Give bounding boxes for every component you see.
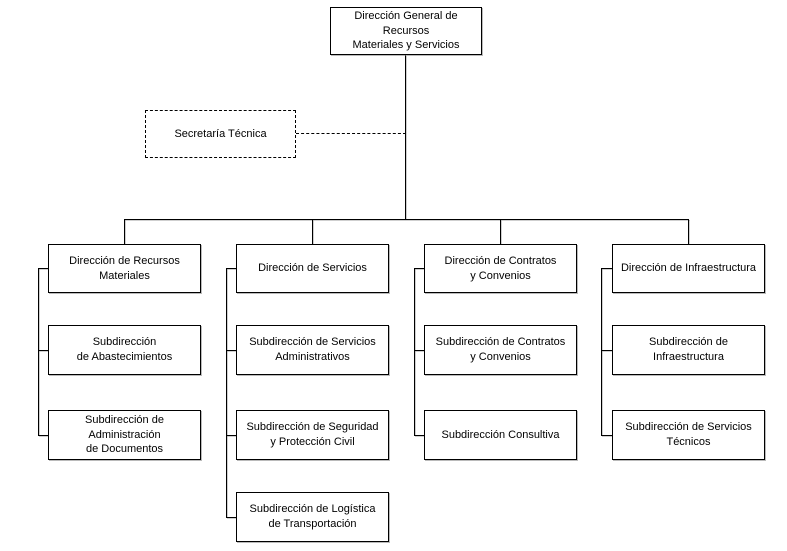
connector-col2-stub-head [226,268,236,269]
connector-col3-stub-child1 [414,350,424,351]
org-box-col4-child2: Subdirección de Servicios Técnicos [612,410,765,460]
connector-col2-vertical [226,268,227,517]
org-box-col3-child2: Subdirección Consultiva [424,410,577,460]
org-box-col1-child1: Subdirección de Abastecimientos [48,325,201,375]
connector-col3-vertical [414,268,415,435]
connector-col3-stub-child2 [414,435,424,436]
connector-col1-vertical [38,268,39,435]
connector-drop-col3 [500,219,501,244]
org-box-col2-child3: Subdirección de Logística de Transportac… [236,492,389,542]
connector-col2-stub-child2 [226,435,236,436]
connector-col3-stub-head [414,268,424,269]
connector-col2-stub-child3 [226,517,236,518]
connector-col1-stub-child1 [38,350,48,351]
org-box-col2-child1: Subdirección de Servicios Administrativo… [236,325,389,375]
connector-drop-col2 [312,219,313,244]
connector-drop-col1 [124,219,125,244]
org-box-col3-head: Dirección de Contratos y Convenios [424,244,577,293]
connector-rail [124,219,689,220]
org-box-root: Dirección General de Recursos Materiales… [330,7,482,55]
org-box-col3-child1: Subdirección de Contratos y Convenios [424,325,577,375]
connector-col1-stub-head [38,268,48,269]
connector-col4-vertical [601,268,602,435]
org-box-col4-child1: Subdirección de Infraestructura [612,325,765,375]
org-box-col2-child2: Subdirección de Seguridad y Protección C… [236,410,389,460]
org-box-col1-head: Dirección de Recursos Materiales [48,244,201,293]
connector-root-vertical [405,55,406,219]
connector-col4-stub-head [601,268,612,269]
org-box-secretaria-tecnica: Secretaría Técnica [145,110,296,158]
connector-drop-col4 [688,219,689,244]
org-box-col1-child2: Subdirección de Administración de Docume… [48,410,201,460]
connector-col4-stub-child2 [601,435,612,436]
connector-advisory-dashed [296,133,406,134]
connector-col2-stub-child1 [226,350,236,351]
connector-col4-stub-child1 [601,350,612,351]
org-box-col4-head: Dirección de Infraestructura [612,244,765,293]
connector-col1-stub-child2 [38,435,48,436]
org-box-col2-head: Dirección de Servicios [236,244,389,293]
